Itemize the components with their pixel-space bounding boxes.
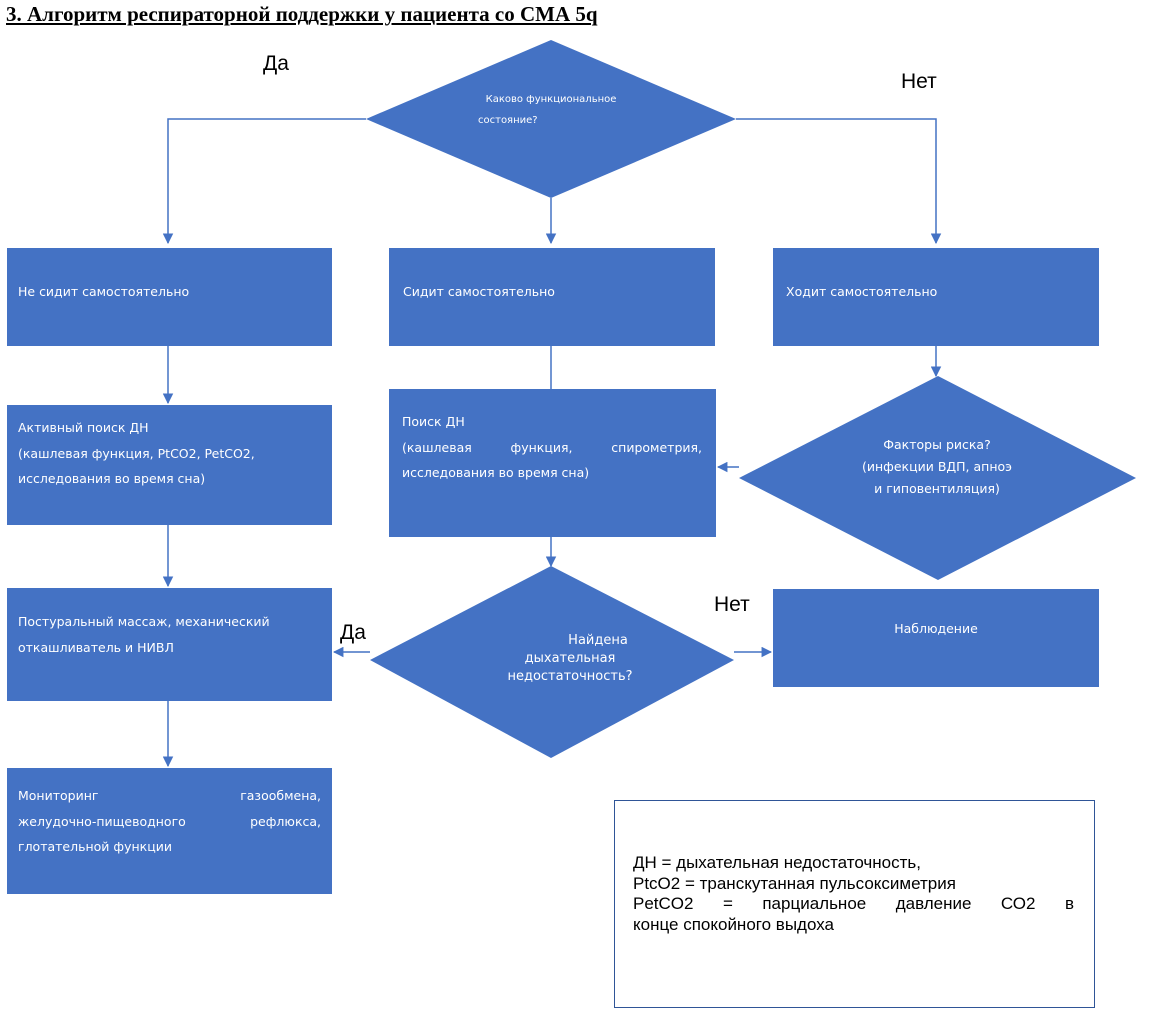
box-walking: Ходит самостоятельно xyxy=(773,248,1099,346)
box-postural: Постуральный массаж, механический откашл… xyxy=(7,588,332,701)
decision-resp-failure-line2: дыхательная xyxy=(524,651,616,667)
legend-line1: ДН = дыхательная недостаточность, xyxy=(633,853,921,872)
box-postural-line2: откашливатель и НИВЛ xyxy=(18,639,174,655)
decision-risk-factors xyxy=(739,376,1136,580)
legend-box: ДН = дыхательная недостаточность, PtcO2 … xyxy=(614,800,1095,1008)
label-yes-mid: Да xyxy=(340,621,366,644)
box-search-line3: исследования во время сна) xyxy=(402,465,590,481)
box-monitoring-line2: желудочно-пищеводного рефлюкса, xyxy=(18,813,321,829)
decision-resp-failure-line3: недостаточность? xyxy=(507,669,633,685)
box-monitoring: Мониторинг газообмена, желудочно-пищевод… xyxy=(7,768,332,894)
page-title: 3. Алгоритм респираторной поддержки у па… xyxy=(6,2,598,26)
box-monitoring-line3: глотательной функции xyxy=(18,839,172,855)
box-active-search-line1: Активный поиск ДН xyxy=(18,420,149,435)
box-not-sitting: Не сидит самостоятельно xyxy=(7,248,332,346)
box-observation-label: Наблюдение xyxy=(894,621,978,636)
connector-no-right xyxy=(736,118,942,245)
box-sitting-label: Сидит самостоятельно xyxy=(403,284,555,299)
box-observation: Наблюдение xyxy=(773,589,1099,687)
box-postural-line1: Постуральный массаж, механический xyxy=(18,614,270,629)
box-monitoring-line1: Мониторинг газообмена, xyxy=(18,788,321,803)
decision-resp-failure-text: Найдена дыхательная недостаточность? xyxy=(470,632,670,687)
box-not-sitting-label: Не сидит самостоятельно xyxy=(18,284,190,299)
decision-risk-factors-line2: (инфекции ВДП, апноэ xyxy=(861,458,1013,474)
box-active-search-line2: (кашлевая функция, PtCO2, PetCO2, xyxy=(18,445,255,461)
decision-resp-failure-line1: Найдена xyxy=(568,633,628,648)
decision-functional-state xyxy=(366,40,736,198)
box-active-search-line3: исследования во время сна) xyxy=(18,471,206,487)
decision-functional-state-line2: состояние? xyxy=(478,115,538,126)
box-active-search: Активный поиск ДН (кашлевая функция, PtC… xyxy=(7,405,332,525)
label-no-top: Нет xyxy=(901,70,937,93)
box-sitting: Сидит самостоятельно xyxy=(389,248,715,346)
box-search-line1: Поиск ДН xyxy=(402,414,465,429)
legend-line3: PetCO2 = парциальное давление СО2 в xyxy=(633,894,1074,914)
legend-line2: PtcO2 = транскутанная пульсоксиметрия xyxy=(633,873,956,893)
decision-risk-factors-line3: и гиповентиляция) xyxy=(874,480,1000,496)
box-walking-label: Ходит самостоятельно xyxy=(786,284,938,299)
decision-functional-state-text: Каково функциональное состояние? xyxy=(448,89,654,131)
label-yes-top: Да xyxy=(263,52,289,75)
decision-risk-factors-line1: Факторы риска? xyxy=(883,437,991,452)
box-search-line2: (кашлевая функция, спирометрия, xyxy=(402,439,702,455)
legend-line4: конце спокойного выдоха xyxy=(633,915,834,935)
decision-risk-factors-text: Факторы риска? (инфекции ВДП, апноэ и ги… xyxy=(820,434,1054,500)
label-no-mid: Нет xyxy=(714,593,750,616)
connector-yes-left xyxy=(162,118,366,245)
decision-resp-failure xyxy=(370,566,734,758)
box-search: Поиск ДН (кашлевая функция, спирометрия,… xyxy=(389,389,716,537)
decision-functional-state-line1: Каково функциональное xyxy=(485,94,617,105)
